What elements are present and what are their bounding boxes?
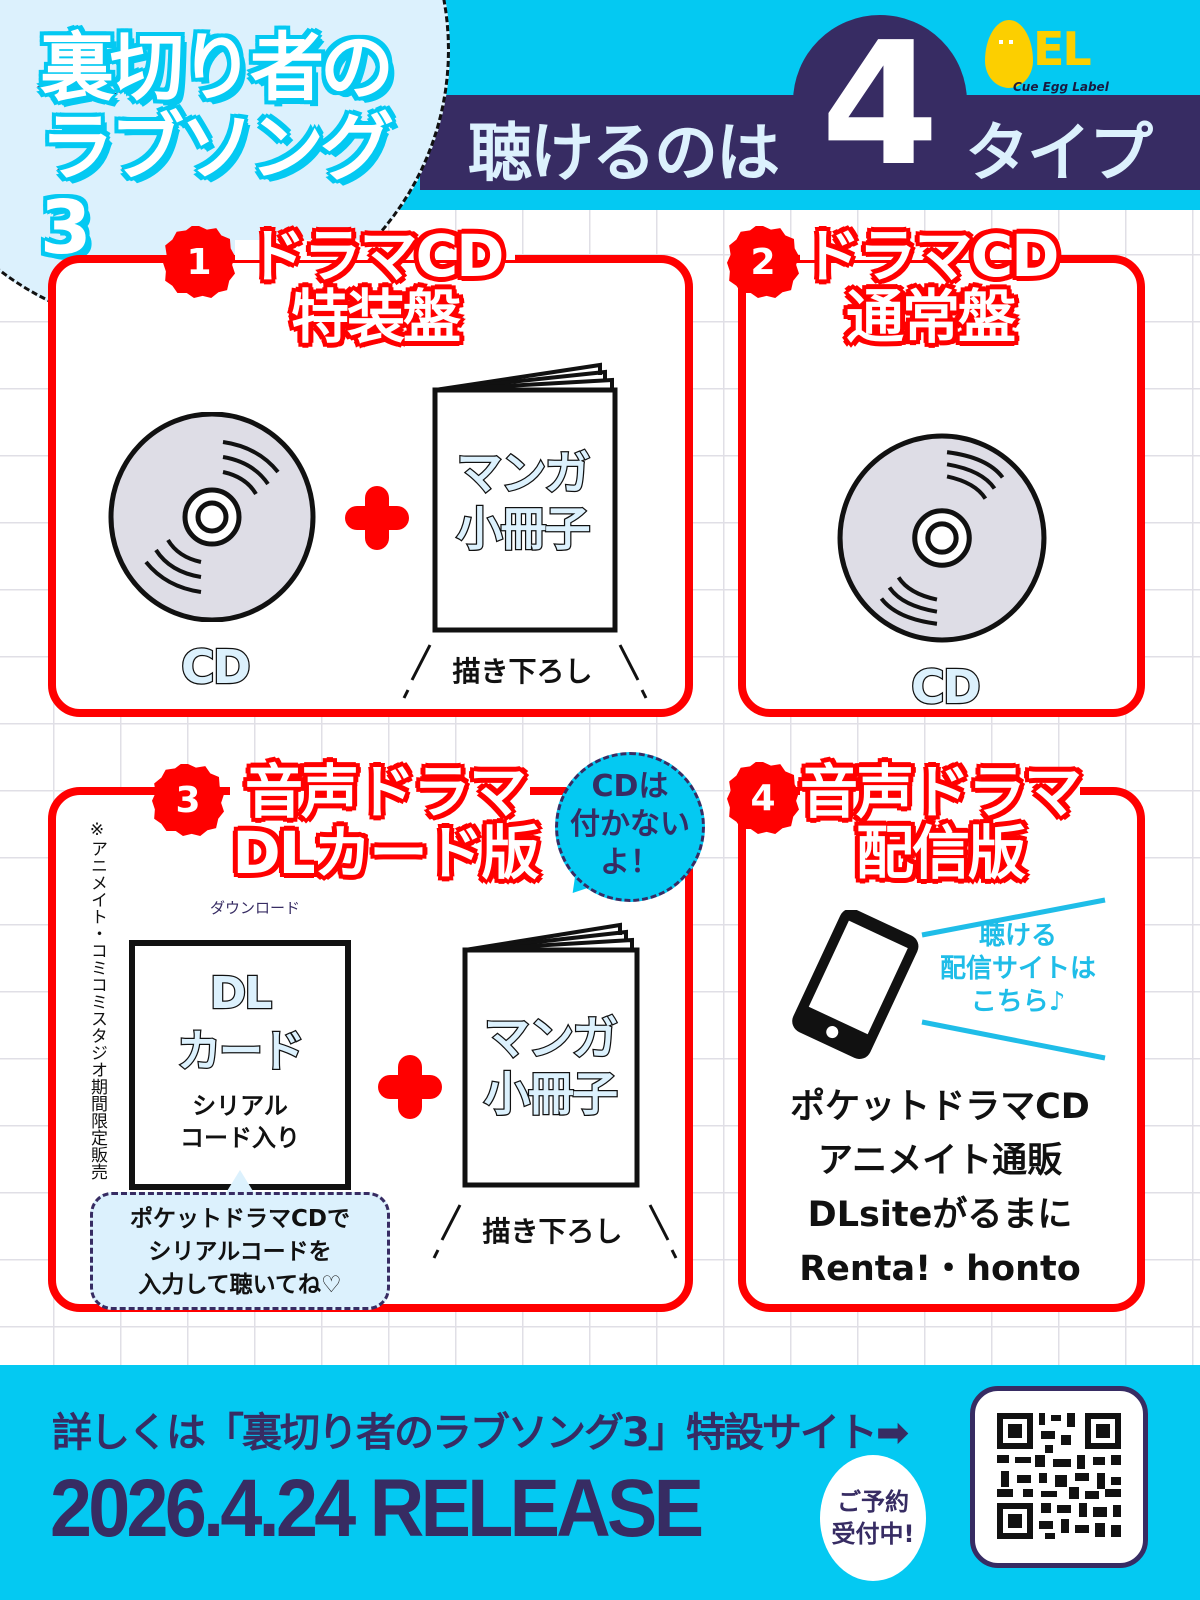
type-count-dome [793,15,967,190]
logo-text: Cue Egg Label [1013,80,1109,94]
callout-lines-icon [921,897,1106,1061]
release-date: 2026.4.24 RELEASE [50,1463,704,1554]
note-line-2: シリアルコードを [148,1239,332,1265]
original-drawing-caption: 描き下ろし [452,655,593,688]
cd-icon [837,433,1047,643]
manga-label-line-2: 小冊子 [483,1066,620,1123]
emphasis-lines-icon [432,1204,678,1259]
cue-egg-label-logo[interactable]: EL Cue Egg Label [985,20,1125,100]
product-title: 裏切り者の ラブソング3 [39,25,420,270]
manga-label: マンガ 小冊子 [430,445,615,558]
panel-title-line-2: DLカード版 [231,818,541,887]
note-line-1: ポケットドラマCDで [130,1206,350,1232]
badge-number: 4 [727,762,799,834]
smartphone-icon [792,910,919,1059]
dl-card-label-line-1: DL [208,967,273,1021]
qr-code[interactable] [970,1386,1148,1568]
streaming-sites-callout: 聴ける 配信サイトは こちら♪ [938,920,1098,1019]
panel-title-line-1: ドラマCD [246,222,506,290]
streaming-site-list: ポケットドラマCD アニメイト通販 DLsiteがるまに Renta!・hont… [755,1080,1125,1296]
preorder-line-1: ご予約 [836,1488,909,1516]
manga-label: マンガ 小冊子 [460,1010,640,1123]
limited-sale-note: ※アニメイト・コミコミスタジオ期間限定販売 [87,820,107,1180]
dl-card-label: DL カード [129,965,351,1081]
title-line-1: 裏切り者の [39,25,396,111]
panel-title-line-2: 通常盤 [844,282,1017,351]
panel-title: ドラマCD 通常盤 [795,222,1065,351]
download-ruby: ダウンロード [210,899,301,917]
manga-label-line-2: 小冊子 [455,501,592,558]
panel-title: 音声ドラマ DLカード版 [225,758,545,887]
badge-number: 3 [152,764,224,836]
manga-label-line-1: マンガ [455,445,592,502]
badge-number: 1 [163,226,235,298]
cd-label: CD [180,639,252,696]
panel-title: ドラマCD 特装盤 [235,222,515,351]
qr-code-icon [997,1413,1121,1539]
site-item[interactable]: ポケットドラマCD [790,1087,1090,1127]
note-bubble-tail [224,1170,256,1196]
egg-eye-icon [1009,40,1013,44]
type-count: 4 [820,6,940,204]
callout-line-2: 配信サイトは [939,954,1096,984]
speech-line-3: よ！ [600,845,660,880]
site-item[interactable]: DLsiteがるまに [807,1195,1073,1235]
panel-title-line-1: 音声ドラマ [243,758,528,826]
serial-line-1: シリアル [192,1092,288,1120]
manga-label-line-1: マンガ [483,1010,620,1067]
emphasis-lines-icon [402,644,648,699]
special-site-link-text[interactable]: 詳しくは「裏切り者のラブソング3」特設サイト➡ [52,1410,909,1456]
badge-number: 2 [727,226,799,298]
egg-icon [985,20,1033,88]
plus-icon [378,1055,442,1119]
dl-card-icon [129,940,351,1190]
serial-line-2: コード入り [180,1124,300,1152]
listen-prefix: 聴けるのは [468,117,780,191]
serial-code-note-bubble: ポケットドラマCDで シリアルコードを 入力して聴いてね♡ [90,1192,390,1310]
no-cd-speech-bubble [555,752,705,902]
site-item[interactable]: Renta!・honto [799,1249,1081,1289]
serial-code-label: シリアル コード入り [129,1090,351,1154]
egg-eye-icon [999,40,1003,44]
logo-mark: EL [1033,22,1092,76]
panel-title-line-1: ドラマCD [801,222,1061,290]
manga-booklet-icon [462,922,640,1188]
cd-icon [108,412,316,622]
manga-booklet-icon [432,362,618,633]
original-drawing-caption: 描き下ろし [482,1215,623,1248]
speech-line-1: CDは [591,769,669,804]
panel-title-line-2: 特装盤 [289,282,462,351]
cd-label: CD [910,659,982,716]
dl-card-label-line-2: カード [176,1025,307,1079]
panel-title-line-1: 音声ドラマ [798,758,1083,826]
preorder-line-2: 受付中! [831,1520,915,1548]
note-line-3: 入力して聴いてね♡ [138,1272,342,1298]
type-suffix: タイプ [965,117,1153,191]
panel-title-line-2: 配信版 [854,818,1027,887]
site-item[interactable]: アニメイト通販 [817,1141,1063,1181]
speech-line-2: 付かない [570,807,690,842]
callout-line-1: 聴ける [978,921,1057,951]
panel-title: 音声ドラマ 配信版 [795,758,1085,887]
panel-audio-drama-streaming [738,787,1145,1312]
plus-icon [345,486,409,550]
callout-line-3: こちら♪ [970,987,1066,1017]
preorder-badge: ご予約 受付中! [820,1455,926,1581]
no-cd-speech-text: CDは 付かない よ！ [555,768,705,882]
